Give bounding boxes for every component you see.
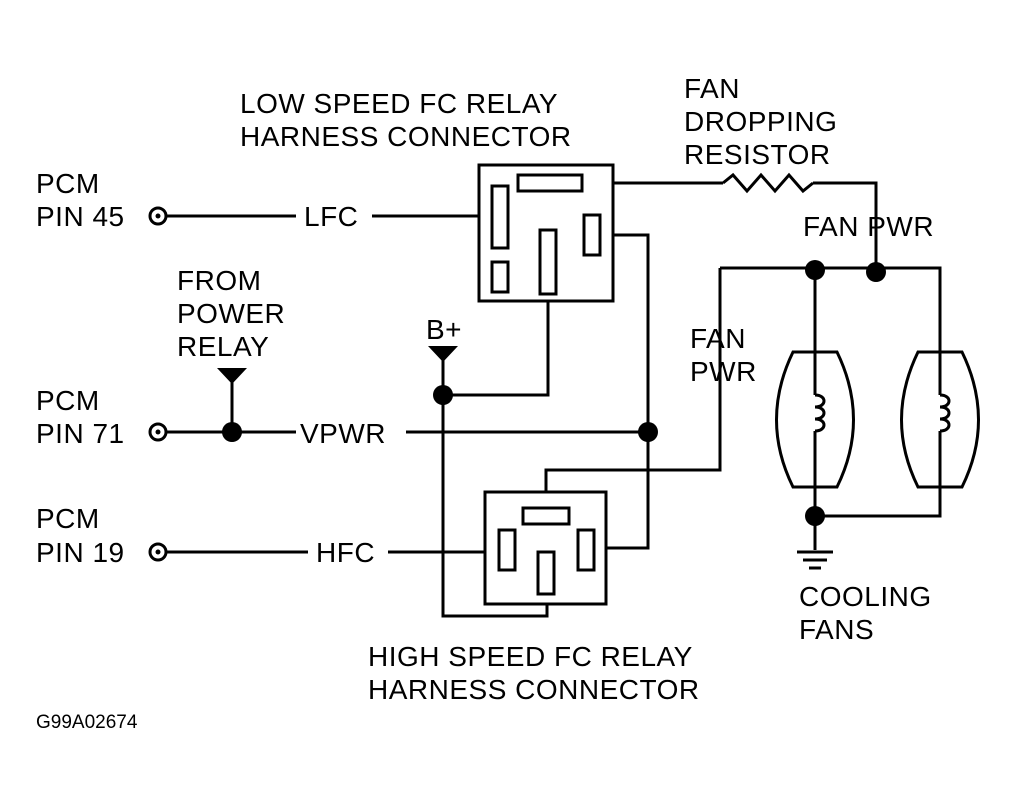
low-relay-pin-left [490, 184, 510, 250]
from-power-relay-label-line2: POWER [177, 298, 285, 329]
wires [166, 172, 942, 618]
high-relay-pin-left [497, 528, 517, 572]
cooling-fan-motor-2 [900, 350, 980, 489]
fan2-coil-icon [939, 393, 951, 433]
low-relay-title-line1: LOW SPEED FC RELAY [240, 88, 558, 119]
cooling-fan-motor-1 [775, 350, 855, 489]
cooling-fans-label-line2: FANS [799, 614, 874, 645]
high-relay-pin-top [521, 506, 571, 526]
low-relay-pin-top [516, 173, 584, 193]
pcm-pin19-label-line2: PIN 19 [36, 537, 125, 568]
fan-dropping-resistor [722, 172, 814, 194]
high-relay-pin-right [576, 528, 596, 572]
high-relay-title-line2: HARNESS CONNECTOR [368, 674, 700, 705]
pcm-pin45-label-line1: PCM [36, 168, 100, 199]
junction-dot [222, 422, 242, 442]
b-plus-arrow-icon [428, 346, 458, 362]
fan-resistor-label-line1: FAN [684, 73, 740, 104]
pcm-pin71-label-line1: PCM [36, 385, 100, 416]
pcm-pin45-label-line2: PIN 45 [36, 201, 125, 232]
from-power-relay-label-line3: RELAY [177, 331, 269, 362]
lfc-label: LFC [304, 201, 358, 232]
junction-dot [805, 260, 825, 280]
low-relay-pin-center [538, 228, 558, 296]
fan2-return-wire [815, 487, 942, 518]
high-relay-title-line1: HIGH SPEED FC RELAY [368, 641, 693, 672]
pcm-pin71-label-line2: PIN 71 [36, 418, 125, 449]
fan-resistor-label-line3: RESISTOR [684, 139, 831, 170]
power-relay-arrow-icon [217, 368, 247, 384]
cooling-fans-label-line1: COOLING [799, 581, 932, 612]
hfc-label: HFC [316, 537, 375, 568]
low-speed-relay-connector [477, 163, 615, 303]
fan-resistor-label-line2: DROPPING [684, 106, 837, 137]
pcm-pin45-terminal [148, 206, 168, 226]
junction-dot [805, 506, 825, 526]
fan-pwr-mid-label-line1: FAN [690, 323, 746, 354]
ground-icon [797, 550, 833, 570]
high-relay-pin-center [536, 550, 556, 596]
junction-dot [433, 385, 453, 405]
b-plus-to-low-relay-wire [443, 294, 550, 397]
low-relay-pin-right [582, 213, 602, 257]
fan-pwr-top-label: FAN PWR [803, 211, 934, 242]
relay-coil-loop-wire [594, 233, 650, 550]
high-relay-fan-pwr-wire [544, 268, 722, 508]
fan-pwr-mid-label-line2: PWR [690, 356, 757, 387]
b-plus-wire [441, 358, 549, 618]
figure-id: G99A02674 [36, 712, 138, 733]
fan-power-bus [720, 266, 942, 352]
pcm-pin19-terminal [148, 542, 168, 562]
pcm-pin19-label-line1: PCM [36, 503, 100, 534]
junction-dot [638, 422, 658, 442]
high-speed-relay-connector [483, 490, 608, 606]
vpwr-label: VPWR [300, 418, 386, 449]
junctions [222, 260, 886, 526]
junction-dot [866, 262, 886, 282]
b-plus-label: B+ [426, 314, 462, 345]
low-relay-title-line2: HARNESS CONNECTOR [240, 121, 572, 152]
fan1-coil-icon [814, 393, 826, 433]
from-power-relay-label-line1: FROM [177, 265, 261, 296]
resistor-to-fan-pwr-wire [813, 181, 878, 268]
low-relay-pin-bottom-left [490, 260, 510, 294]
pcm-pin71-terminal [148, 422, 168, 442]
